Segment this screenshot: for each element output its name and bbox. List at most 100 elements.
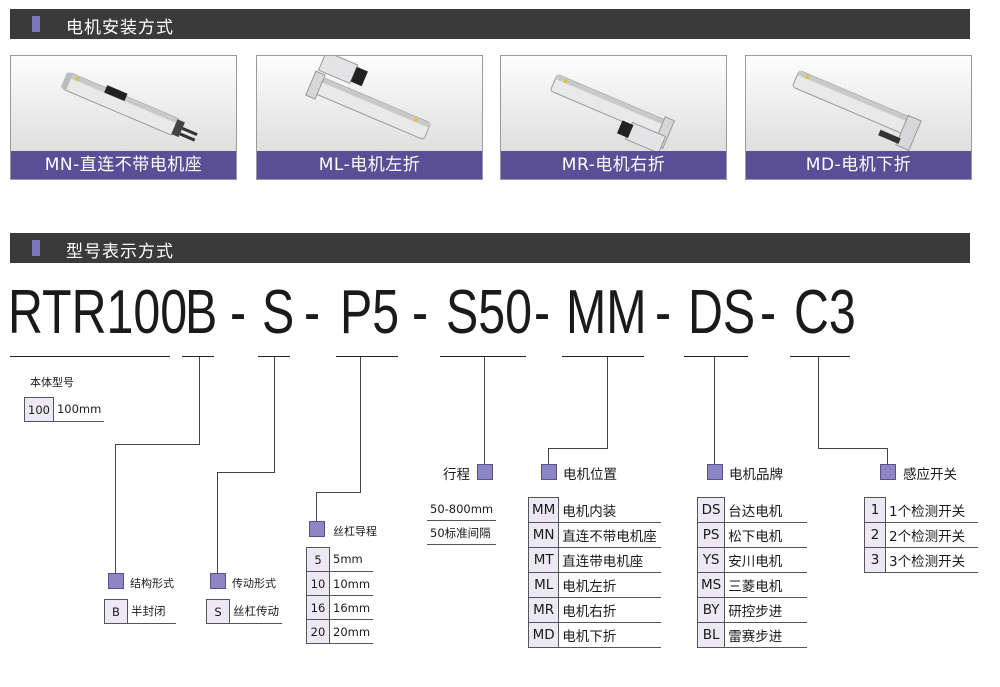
option-code: BL xyxy=(696,622,726,648)
actuator-md-image xyxy=(792,70,922,151)
connector-line xyxy=(217,472,275,473)
code-sensor: C3 xyxy=(794,278,856,347)
actuator-mr-image xyxy=(550,74,676,151)
option-value: 10mm xyxy=(329,571,374,596)
code-underline xyxy=(790,356,850,357)
actuator-mn-image xyxy=(60,72,198,142)
option-code: YS xyxy=(696,547,726,573)
option-code: PS xyxy=(696,522,726,548)
option-value: 电机下折 xyxy=(558,622,662,648)
option-code: BY xyxy=(696,597,726,623)
code-underline xyxy=(684,356,748,357)
stroke-title: 行程 xyxy=(443,467,470,483)
option-code: 20 xyxy=(306,619,330,644)
table-row: 100 100mm xyxy=(24,397,105,422)
motor-brand-square-icon xyxy=(707,464,723,480)
option-value: 台达电机 xyxy=(724,497,808,523)
option-code: DS xyxy=(696,497,726,523)
code-dash: - xyxy=(412,278,429,347)
motor-position-title: 电机位置 xyxy=(563,467,617,483)
connector-line xyxy=(548,448,608,449)
code-dash: - xyxy=(655,278,672,347)
option-value: 直连带电机座 xyxy=(558,547,662,573)
stroke-square-icon xyxy=(477,464,493,480)
body-model-title: 本体型号 xyxy=(30,376,74,389)
code-stroke: S50 xyxy=(446,278,533,347)
lead-square-icon xyxy=(309,521,325,537)
code-underline xyxy=(336,356,398,357)
option-value: 松下电机 xyxy=(724,522,808,548)
option-value: 电机左折 xyxy=(558,572,662,598)
option-value: 直连不带电机座 xyxy=(558,522,662,548)
code-motor-position: MM xyxy=(566,278,647,347)
code-underline xyxy=(258,356,290,357)
option-code: MM xyxy=(527,497,560,523)
table-row: S 丝杠传动 xyxy=(206,599,282,624)
code-dash: - xyxy=(534,278,551,347)
connector-line xyxy=(484,357,485,465)
option-value: 电机内装 xyxy=(558,497,662,523)
option-value: 丝杠传动 xyxy=(229,599,282,624)
option-value: 电机右折 xyxy=(558,597,662,623)
connector-line xyxy=(548,448,549,465)
code-underline xyxy=(182,356,214,357)
code-transmission: S xyxy=(262,278,295,347)
option-value: 雷赛步进 xyxy=(724,622,808,648)
option-code: 10 xyxy=(306,571,330,596)
structure-square-icon xyxy=(108,573,124,589)
option-code: B xyxy=(104,599,128,624)
section-title: 型号表示方式 xyxy=(66,242,174,262)
option-code: MD xyxy=(527,622,560,648)
connector-line xyxy=(115,444,116,574)
connector-line xyxy=(818,448,888,449)
connector-line xyxy=(887,448,888,465)
option-value: 5mm xyxy=(329,547,374,572)
code-lead: P5 xyxy=(340,278,400,347)
code-model: RTR100 xyxy=(8,278,188,347)
option-value: 安川电机 xyxy=(724,547,808,573)
motor-brand-title: 电机品牌 xyxy=(729,467,783,483)
option-code: 5 xyxy=(306,547,330,572)
option-code: MN xyxy=(527,522,560,548)
option-value: 16mm xyxy=(329,595,374,620)
sensor-square-icon xyxy=(880,464,896,480)
option-code: 100 xyxy=(24,397,54,422)
mounting-card-mr: MR-电机右折 xyxy=(500,55,727,180)
table-row: 50标准间隔 xyxy=(427,520,497,545)
connector-line xyxy=(316,492,361,493)
option-code: ML xyxy=(527,572,560,598)
structure-table: B 半封闭 xyxy=(104,599,176,624)
option-value: 3个检测开关 xyxy=(885,547,978,573)
sensor-title: 感应开关 xyxy=(903,467,957,483)
code-underline xyxy=(440,356,526,357)
option-value: 研控步进 xyxy=(724,597,808,623)
transmission-title: 传动形式 xyxy=(232,577,276,590)
mounting-card-mn: MN-直连不带电机座 xyxy=(10,55,237,180)
code-underline xyxy=(562,356,644,357)
option-code: S xyxy=(206,599,230,624)
lead-title: 丝杠导程 xyxy=(333,525,377,538)
option-value: 半封闭 xyxy=(127,599,176,624)
code-dash: - xyxy=(304,278,321,347)
code-dash: - xyxy=(230,278,247,347)
code-underline xyxy=(10,356,170,357)
motor-position-square-icon xyxy=(541,464,557,480)
mounting-caption: MN-直连不带电机座 xyxy=(11,151,236,179)
option-value: 20mm xyxy=(329,619,374,644)
